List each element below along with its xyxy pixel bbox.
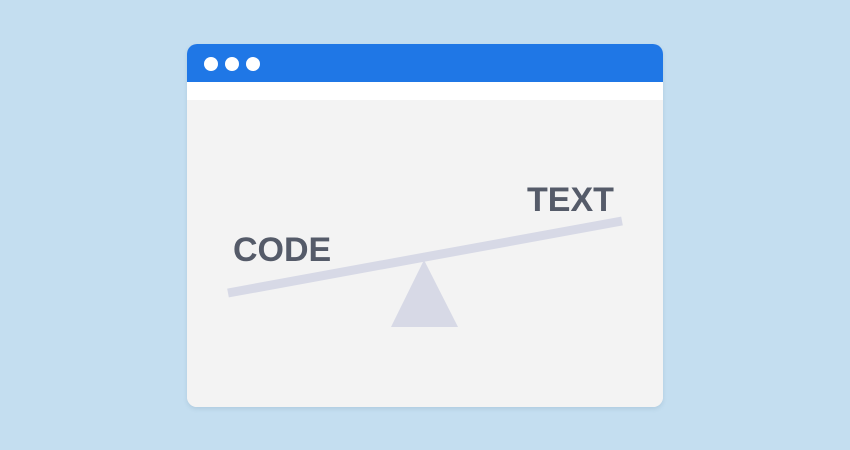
window-toolbar-strip bbox=[187, 82, 663, 100]
text-label: TEXT bbox=[527, 181, 614, 219]
window-control-dot-icon bbox=[204, 57, 218, 71]
window-control-dot-icon bbox=[225, 57, 239, 71]
code-label: CODE bbox=[233, 231, 332, 269]
window-titlebar bbox=[187, 44, 663, 82]
seesaw-plank-icon bbox=[227, 216, 623, 298]
seesaw-fulcrum-icon bbox=[391, 260, 458, 327]
window-control-dot-icon bbox=[246, 57, 260, 71]
